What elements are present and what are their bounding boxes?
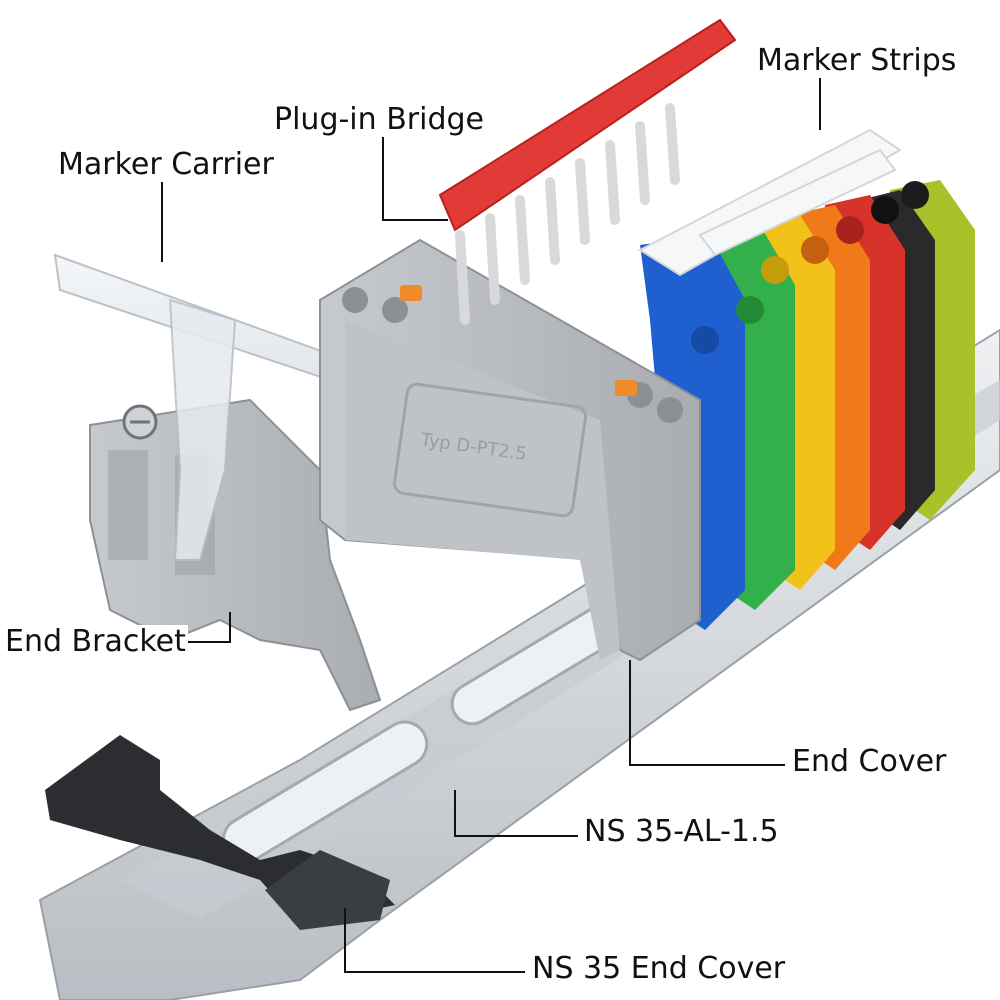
marker-strips [637, 128, 902, 277]
label-plug-in-bridge: Plug-in Bridge [272, 102, 486, 137]
wire-entry-holes [691, 181, 929, 354]
plug-in-bridge [438, 18, 737, 325]
end-cover-block: Typ D-PT2.5 [319, 238, 701, 662]
label-ns35-al: NS 35-AL-1.5 [582, 814, 781, 849]
label-end-bracket: End Bracket [3, 624, 188, 659]
orange-push-buttons [400, 285, 637, 396]
marker-carrier [53, 253, 377, 561]
label-marker-strips: Marker Strips [755, 43, 959, 78]
label-ns35-end-cover: NS 35 End Cover [530, 951, 788, 986]
rail-slots [221, 594, 640, 864]
ns35-end-cover [45, 735, 395, 930]
terminal-blocks [637, 128, 975, 630]
label-end-cover: End Cover [790, 744, 949, 779]
label-marker-carrier: Marker Carrier [56, 147, 276, 182]
leader-lines [161, 75, 821, 973]
